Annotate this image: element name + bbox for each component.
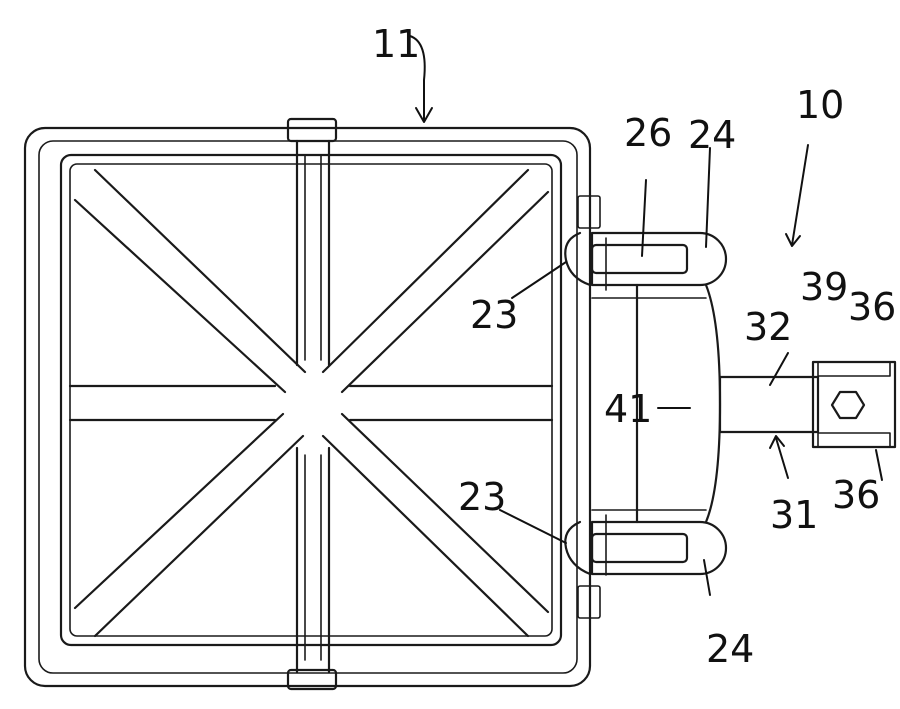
label-39: 39 <box>800 265 848 309</box>
label-23-upper: 23 <box>470 293 518 337</box>
label-26: 26 <box>624 111 672 155</box>
label-24-lower: 24 <box>706 627 754 671</box>
label-36-lower: 36 <box>832 473 880 517</box>
horizontal-rib <box>70 386 552 420</box>
label-11: 11 <box>372 22 420 66</box>
tray-tabs <box>288 119 600 689</box>
label-24-upper: 24 <box>688 113 736 157</box>
label-10: 10 <box>796 83 844 127</box>
label-41: 41 <box>604 387 652 431</box>
label-31: 31 <box>770 493 818 537</box>
label-23-lower: 23 <box>458 475 506 519</box>
tray <box>25 128 590 686</box>
bolt-icon <box>832 392 864 418</box>
label-32: 32 <box>744 305 792 349</box>
diagonal-ribs <box>75 170 548 636</box>
label-36-upper: 36 <box>848 285 896 329</box>
arm <box>720 377 818 432</box>
mount-plates <box>813 362 895 447</box>
vertical-rib <box>297 141 329 672</box>
